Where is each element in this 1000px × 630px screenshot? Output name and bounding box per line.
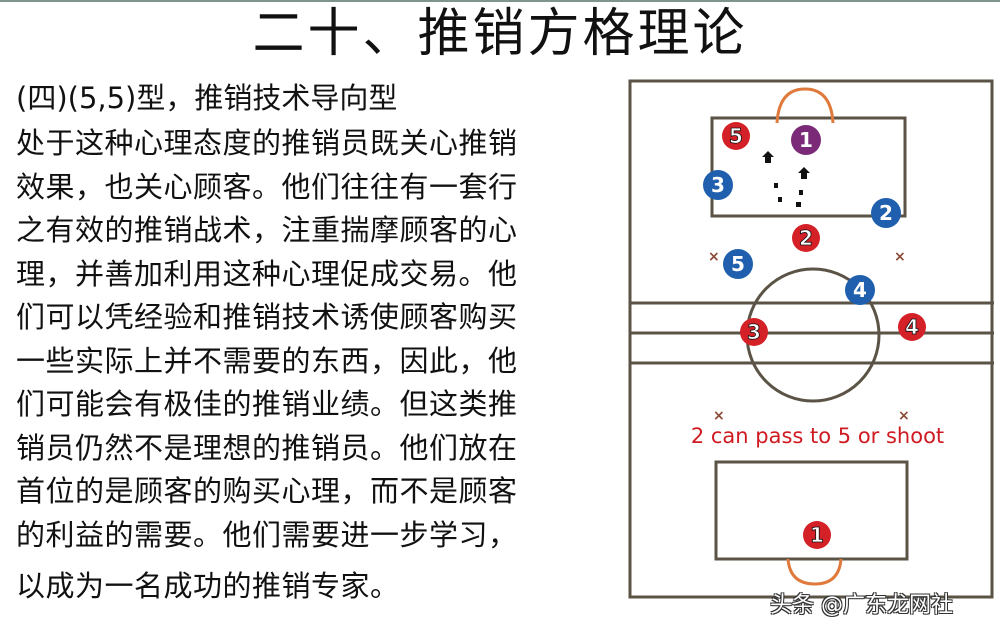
player-blue-4: 4 [845,275,875,305]
footprint-icon [799,190,803,195]
body-line: 之有效的推销战术，注重揣摩顾客的心 [16,213,518,247]
body-line: 的利益的需要。他们需要进一步学习， [16,517,518,552]
footprint-icon [762,151,774,163]
svg-text:1: 1 [810,523,824,547]
footprint-icon [774,183,778,188]
top-key [710,116,907,218]
basketball-court-diagram: × × × × 5 1 3 [628,79,994,602]
svg-text:2: 2 [799,226,813,250]
slide-title: 二十、推销方格理论 [252,4,748,64]
body-line: 效果，也关心顾客。他们往往有一套行 [16,169,518,204]
svg-text:5: 5 [731,252,745,276]
player-red-1: 1 [803,521,831,549]
footprint-icon [778,197,782,202]
court-boundary [628,79,994,599]
bottom-key [714,460,909,561]
body-line: 理，并善加利用这种心理促成交易。他 [16,256,518,291]
cross-marker-icon: × [708,249,720,265]
cross-marker-icon: × [713,408,725,424]
top-hoop-icon [775,87,835,124]
bottom-hoop-icon [786,558,843,586]
text-block: (四)(5,5)型，推销技术导向型 处于这种心理态度的推销员既关心推销 效果，也… [16,78,626,609]
footprint-icon [796,202,801,207]
body-line: 销员仍然不是理想的推销员。他们放在 [16,430,518,465]
body-line: 处于这种心理态度的推销员既关心推销 [16,126,518,160]
body-line: 一些实际上并不需要的东西，因此，他 [16,343,518,378]
player-blue-3: 3 [703,170,733,200]
cross-marker-icon: × [898,408,910,424]
body-line: 们可以凭经验和推销技术诱使顾客购买 [16,300,518,334]
svg-text:4: 4 [905,315,919,339]
player-blue-2: 2 [871,198,901,228]
footprint-icon [798,167,810,179]
svg-text:2: 2 [879,201,893,225]
svg-text:3: 3 [747,320,761,344]
top-rule [0,0,1000,2]
player-red-4: 4 [898,313,926,341]
player-blue-5: 5 [723,249,753,279]
watermark: 头条 @广东龙网社 [770,593,953,618]
cross-marker-icon: × [894,249,906,265]
body-line: 首位的是顾客的购买心理，而不是顾客 [16,474,518,508]
player-red-5: 5 [722,122,750,150]
svg-text:1: 1 [799,128,813,152]
body-line: 们可能会有极佳的推销业绩。但这类推 [16,387,518,421]
diagram-caption: 2 can pass to 5 or shoot [690,424,945,448]
player-purple-1: 1 [791,125,821,155]
svg-text:4: 4 [853,278,867,302]
player-red-3: 3 [740,318,768,346]
player-red-2: 2 [792,224,820,252]
body-line: 以成为一名成功的推销专家。 [16,569,400,603]
section-subtitle: (四)(5,5)型，推销技术导向型 [16,81,398,115]
svg-text:3: 3 [711,173,725,197]
svg-text:5: 5 [729,124,743,148]
